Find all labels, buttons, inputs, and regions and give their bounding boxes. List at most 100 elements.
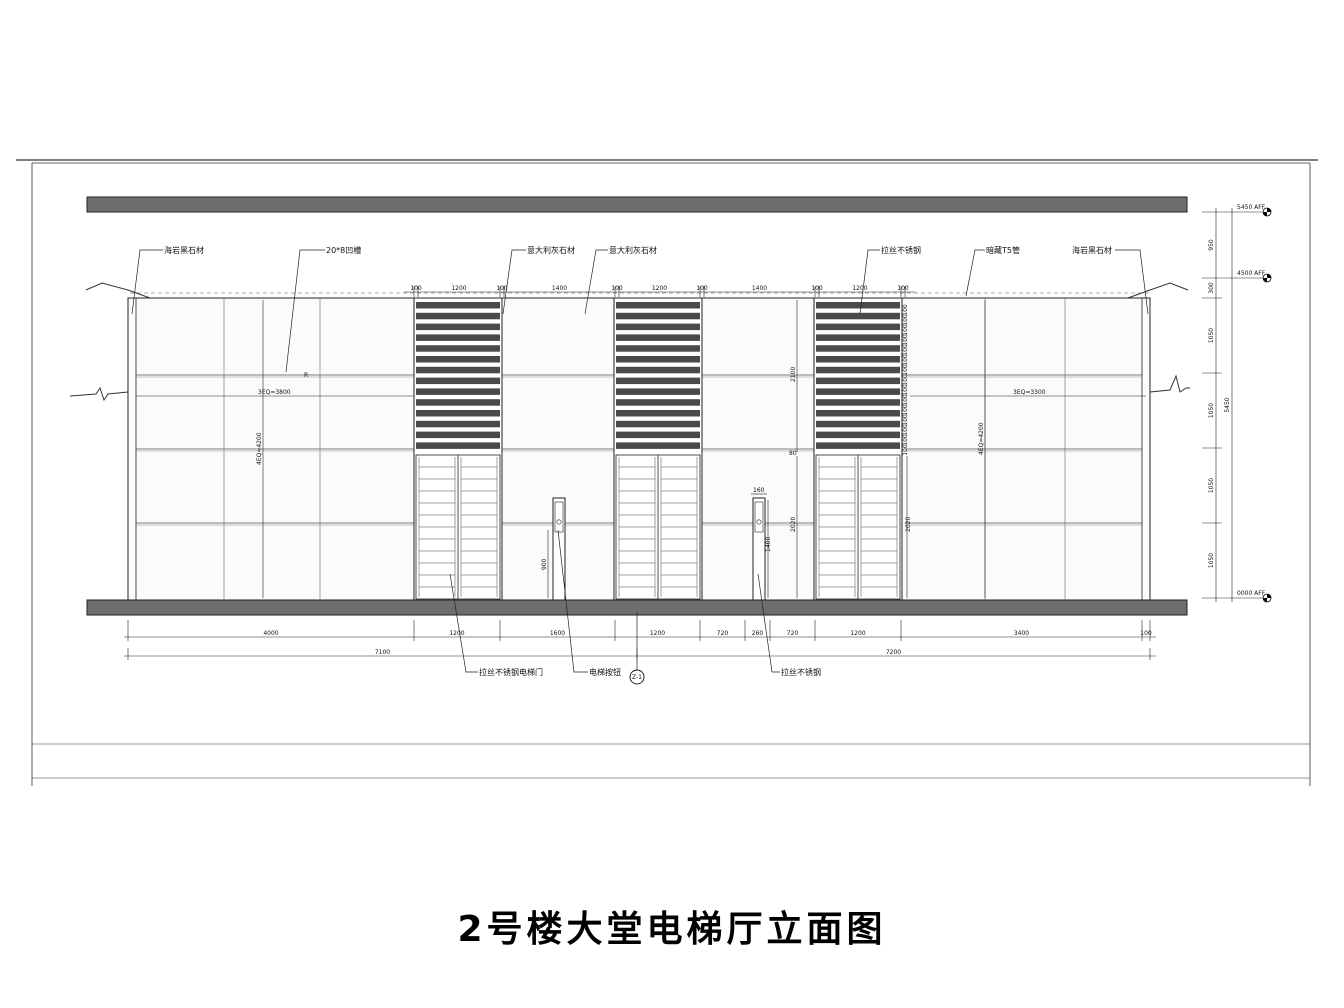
louver-slat xyxy=(616,420,700,428)
dim-1400: 1400 xyxy=(765,537,772,552)
bottom-dim-text: 1600 xyxy=(550,630,565,637)
dim-160: 160 xyxy=(753,487,765,494)
louver-slat xyxy=(816,442,900,449)
elevator-header-louvers xyxy=(816,302,900,449)
callout-haiyan-right: 海岩黑石材 xyxy=(1072,245,1112,255)
level-quadrant xyxy=(1267,594,1271,598)
bottom-dim-text: 3400 xyxy=(1014,630,1029,637)
louver-slat xyxy=(816,399,900,406)
callout-italian-grey-1: 意大利灰石材 xyxy=(527,245,575,255)
dim-stack-100: 100 xyxy=(902,324,909,336)
level-symbol-icon xyxy=(1262,273,1272,283)
louver-slat xyxy=(816,420,900,428)
louver-slat xyxy=(616,302,700,309)
callout-italian-grey-2: 意大利灰石材 xyxy=(609,245,657,255)
louver-slat xyxy=(416,399,500,406)
callout-brushed-steel-top: 拉丝不锈钢 xyxy=(881,245,921,255)
dim-900: 900 xyxy=(541,558,548,570)
ceiling-profile xyxy=(85,282,1189,299)
level-quadrant xyxy=(1263,212,1267,216)
dim-stack-100: 100 xyxy=(902,434,909,446)
level-label: 0000 AFF xyxy=(1237,590,1266,597)
dim-eq-right: 3EQ=3300 xyxy=(1013,389,1046,396)
dim-stack-100: 100 xyxy=(902,364,909,376)
total-dim-text: 7200 xyxy=(886,649,901,656)
louver-slat xyxy=(816,302,900,309)
dim-stack-100: 100 xyxy=(902,394,909,406)
louver-slat xyxy=(416,323,500,331)
ceiling-slab xyxy=(86,196,1188,213)
callout-groove: 20*8凹槽 xyxy=(326,245,361,255)
dim-2020-a: 2020 xyxy=(790,517,797,532)
level-quadrant xyxy=(1263,598,1267,602)
louver-slat xyxy=(616,442,700,449)
dim-stack-100: 100 xyxy=(902,444,909,456)
dim-eq-v-left: 4EQ=4200 xyxy=(256,432,263,465)
callout-brushed-steel-bottom: 拉丝不锈钢 xyxy=(781,667,821,677)
callout-elevator-button: 电梯按钮 xyxy=(589,667,621,677)
louver-slat xyxy=(616,366,700,374)
louver-slat xyxy=(416,442,500,449)
elevator-header-louvers xyxy=(616,302,700,449)
right-dim-text: 1050 xyxy=(1208,328,1215,343)
top-dim-text: 1400 xyxy=(552,285,567,292)
right-dim-text: 1050 xyxy=(1208,478,1215,493)
louver-slat xyxy=(416,420,500,428)
marker-r: R xyxy=(304,372,308,379)
louver-slat xyxy=(816,345,900,352)
drawing-title: 2号楼大堂电梯厅立面图 xyxy=(457,909,887,950)
bottom-dim-text: 720 xyxy=(717,630,729,637)
louver-slat xyxy=(816,388,900,395)
break-mark-left xyxy=(69,386,129,402)
callout-t5-tube: 暗藏T5管 xyxy=(986,245,1020,255)
top-dim-text: 1400 xyxy=(752,285,767,292)
louver-slat xyxy=(816,377,900,385)
louver-slat xyxy=(816,323,900,331)
break-mark-right xyxy=(1149,374,1190,393)
top-dim-text: 1200 xyxy=(652,285,667,292)
top-dim-text: 1200 xyxy=(852,285,867,292)
elevator-bays: 1001001001001001001001001001001001001001… xyxy=(413,297,909,601)
louver-slat xyxy=(416,345,500,352)
dim-stack-100: 100 xyxy=(902,424,909,436)
right-total-text: 5450 xyxy=(1224,397,1231,412)
right-dim-text: 1050 xyxy=(1208,403,1215,418)
bottom-dim-text: 100 xyxy=(1140,630,1152,637)
louver-slat xyxy=(816,410,900,417)
level-symbol-icon xyxy=(1262,207,1272,217)
right-dim-text: 950 xyxy=(1208,239,1215,251)
right-dim-text: 300 xyxy=(1208,282,1215,294)
top-dim-text: 1200 xyxy=(451,285,466,292)
bottom-dim-text: 1200 xyxy=(449,630,464,637)
louver-slat xyxy=(616,410,700,417)
call-button-left xyxy=(552,497,566,601)
louver-slat xyxy=(816,366,900,374)
bottom-dim-text: 260 xyxy=(752,630,764,637)
dim-stack-100: 100 xyxy=(902,374,909,386)
louver-slat xyxy=(616,399,700,406)
leader-lines xyxy=(131,249,1149,673)
dim-stack-100: 100 xyxy=(902,314,909,326)
section-marker-label: Z-1 xyxy=(632,674,642,681)
right-dim-text: 1050 xyxy=(1208,553,1215,568)
section-marker: Z-1 xyxy=(629,612,645,685)
louver-slat xyxy=(616,334,700,341)
call-button-right xyxy=(752,497,766,601)
dim-80: 80 xyxy=(789,450,797,457)
dim-stack-100: 100 xyxy=(902,344,909,356)
top-dim-text: 100 xyxy=(811,285,823,292)
elevator-door xyxy=(615,454,701,600)
louver-slat xyxy=(416,312,500,320)
dim-stack-100: 100 xyxy=(902,404,909,416)
louver-slat xyxy=(816,356,900,363)
drawing-frame xyxy=(16,159,1318,786)
louver-slat xyxy=(816,431,900,439)
callout-haiyan-left: 海岩黑石材 xyxy=(164,245,204,255)
louver-slat xyxy=(616,345,700,352)
louver-slat xyxy=(616,377,700,385)
callout-elevator-door: 拉丝不锈钢电梯门 xyxy=(479,667,543,677)
louver-slat xyxy=(416,377,500,385)
top-dim-text: 100 xyxy=(410,285,422,292)
